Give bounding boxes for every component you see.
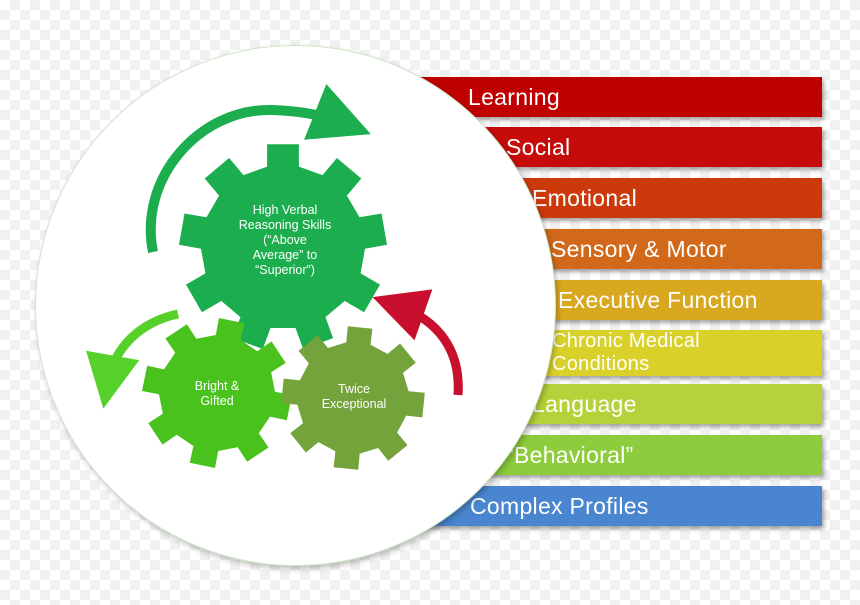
gear-label-twice-exceptional: Twice Exceptional [304, 382, 404, 412]
category-label-emotional: Emotional [532, 185, 637, 211]
cycle-arrow-left [86, 309, 180, 409]
gear-label-high-verbal: High Verbal Reasoning Skills (“Above Ave… [215, 203, 355, 278]
gear-line: Reasoning Skills [238, 218, 332, 232]
gear-line: Average” to [252, 248, 318, 262]
gear-twice-exceptional-shape [281, 326, 425, 470]
category-label-complex-profiles: Complex Profiles [470, 493, 649, 519]
category-label-social: Social [506, 134, 571, 160]
gear-twice-exceptional [281, 326, 425, 470]
gear-line: Twice [338, 382, 370, 396]
gear-high-verbal-shape [179, 144, 387, 349]
gear-line: “Superior”) [255, 263, 315, 277]
cycle-arrow-right [372, 289, 463, 396]
gear-line: Exceptional [321, 397, 387, 411]
gear-line: (“Above [263, 233, 307, 247]
gear-high-verbal [179, 144, 387, 349]
gear-bright-gifted-shape [142, 318, 292, 468]
category-label-language: Language [532, 391, 637, 417]
category-label-sensory-motor: Sensory & Motor [551, 236, 727, 262]
gear-label-bright-gifted: Bright & Gifted [172, 379, 262, 409]
category-label-learning: Learning [468, 84, 560, 110]
category-bar-learning: Learning [410, 77, 822, 117]
category-label-chronic-medical: Chronic Medical Conditions [552, 330, 700, 375]
gear-line: Bright & [194, 379, 240, 393]
category-label-behavioral: “Behavioral” [506, 442, 634, 468]
category-label-executive-function: Executive Function [558, 287, 758, 313]
gear-line: Gifted [200, 394, 234, 408]
category-bar-complex-profiles: Complex Profiles [410, 486, 822, 526]
cycle-arrow-top [145, 84, 371, 253]
gear-bright-gifted [142, 318, 292, 468]
gear-line: High Verbal [252, 203, 318, 217]
